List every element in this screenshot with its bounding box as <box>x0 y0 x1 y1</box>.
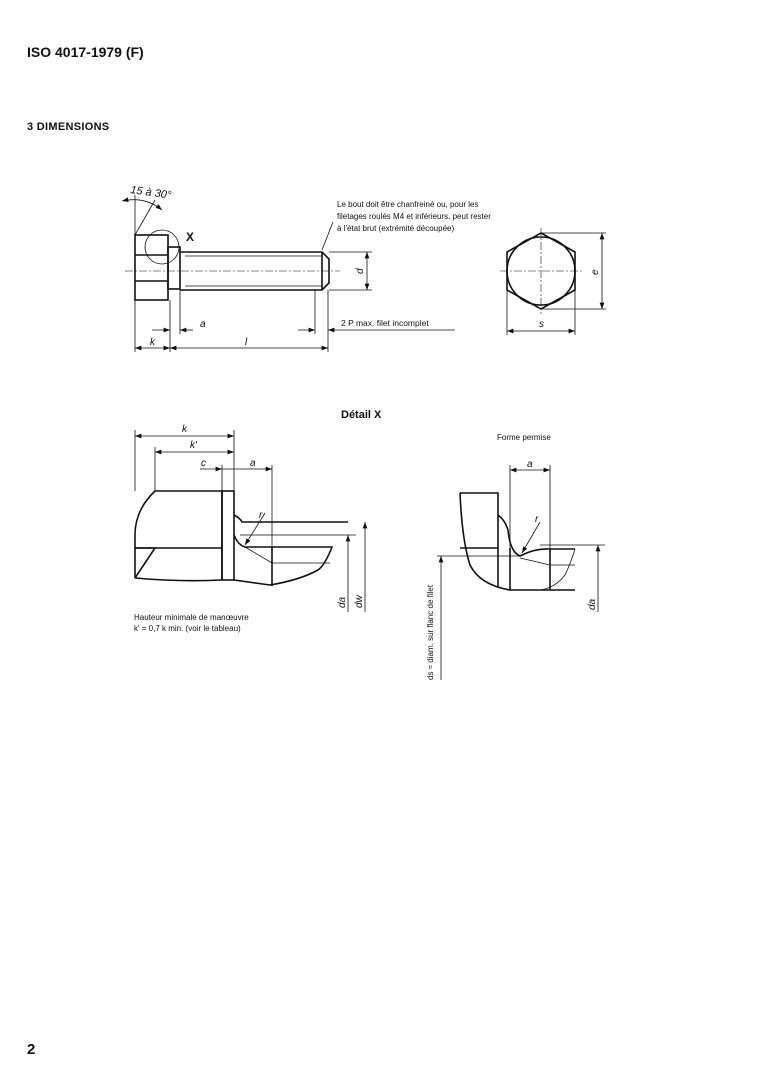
incomplete-thread-label: 2 P max. filet incomplet <box>341 318 429 328</box>
dim-r: r <box>535 514 539 525</box>
caption-line: Hauteur minimale de manœuvre <box>134 613 249 622</box>
note-line: filetages roulés M4 et inférieurs, peut … <box>337 212 491 221</box>
page-number: 2 <box>27 1041 36 1058</box>
dim-d: d <box>355 268 366 274</box>
dim-k: k <box>150 337 156 348</box>
dim-k-prime: k' <box>190 440 198 451</box>
bolt-end-view: e s <box>500 228 606 335</box>
dim-da: da <box>587 598 598 610</box>
section-title: 3 DIMENSIONS <box>27 121 110 133</box>
document-header: ISO 4017-1979 (F) <box>27 44 144 60</box>
bolt-side-view: 15 à 30° X Le bout doit être chanfreiné … <box>121 184 491 352</box>
dim-a: a <box>200 319 206 330</box>
ds-label: ds ≈ diam. sur flanc de filet <box>426 584 435 680</box>
dim-e: e <box>590 269 601 275</box>
dim-k: k <box>182 424 188 435</box>
dim-a: a <box>250 458 256 469</box>
detail-marker: X <box>186 230 194 244</box>
dim-a: a <box>527 459 533 470</box>
detail-x-drawing: k k' c a r da dw Hauteur minimale de man… <box>134 424 368 633</box>
angle-label: 15 à 30° <box>130 184 173 202</box>
dim-s: s <box>539 319 544 330</box>
dim-c: c <box>201 458 206 469</box>
detail-x-circle <box>144 229 180 265</box>
dim-dw: dw <box>354 594 365 608</box>
dim-l: l <box>245 337 248 348</box>
caption-line: k' = 0,7 k min. (voir le tableau) <box>134 624 241 633</box>
note-line: à l'état brut (extrémité découpée) <box>337 224 454 233</box>
permitted-form-drawing: a r da ds ≈ diam. sur flanc de filet <box>426 459 605 680</box>
note-line: Le bout doit être chanfreiné ou, pour le… <box>337 200 478 209</box>
dim-da: da <box>337 596 348 608</box>
detail-title: Détail X <box>341 409 382 421</box>
permitted-form-title: Forme permise <box>497 433 551 442</box>
dim-r: r <box>259 510 263 521</box>
